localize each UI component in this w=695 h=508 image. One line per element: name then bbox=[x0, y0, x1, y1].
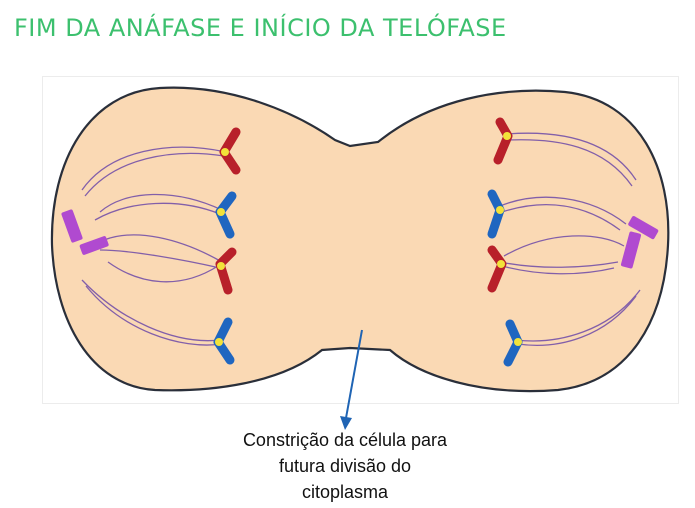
spindle-fibers-left bbox=[81, 146, 227, 346]
cell-membrane bbox=[50, 86, 670, 393]
chromosome-right-1 bbox=[493, 117, 513, 165]
chromosome-left-4 bbox=[213, 317, 235, 365]
constriction-caption: Constrição da célula para futura divisão… bbox=[200, 427, 490, 505]
caption-line-2: futura divisão do bbox=[278, 456, 412, 476]
chromosome-left-1 bbox=[219, 127, 241, 175]
centriole-right bbox=[620, 216, 659, 269]
caption-line-3: citoplasma bbox=[301, 482, 389, 502]
centriole-left bbox=[61, 209, 109, 255]
chromosome-right-2 bbox=[487, 189, 505, 239]
caption-line-1: Constrição da célula para bbox=[242, 430, 448, 450]
chromosome-right-3 bbox=[487, 245, 507, 293]
spindle-fibers-right bbox=[499, 132, 641, 346]
chromosome-right-4 bbox=[503, 319, 523, 367]
chromosome-left-3 bbox=[215, 247, 237, 295]
constriction-arrow bbox=[340, 329, 363, 430]
page-title: FIM DA ANÁFASE E INÍCIO DA TELÓFASE bbox=[14, 14, 507, 42]
chromosome-left-2 bbox=[215, 191, 237, 239]
